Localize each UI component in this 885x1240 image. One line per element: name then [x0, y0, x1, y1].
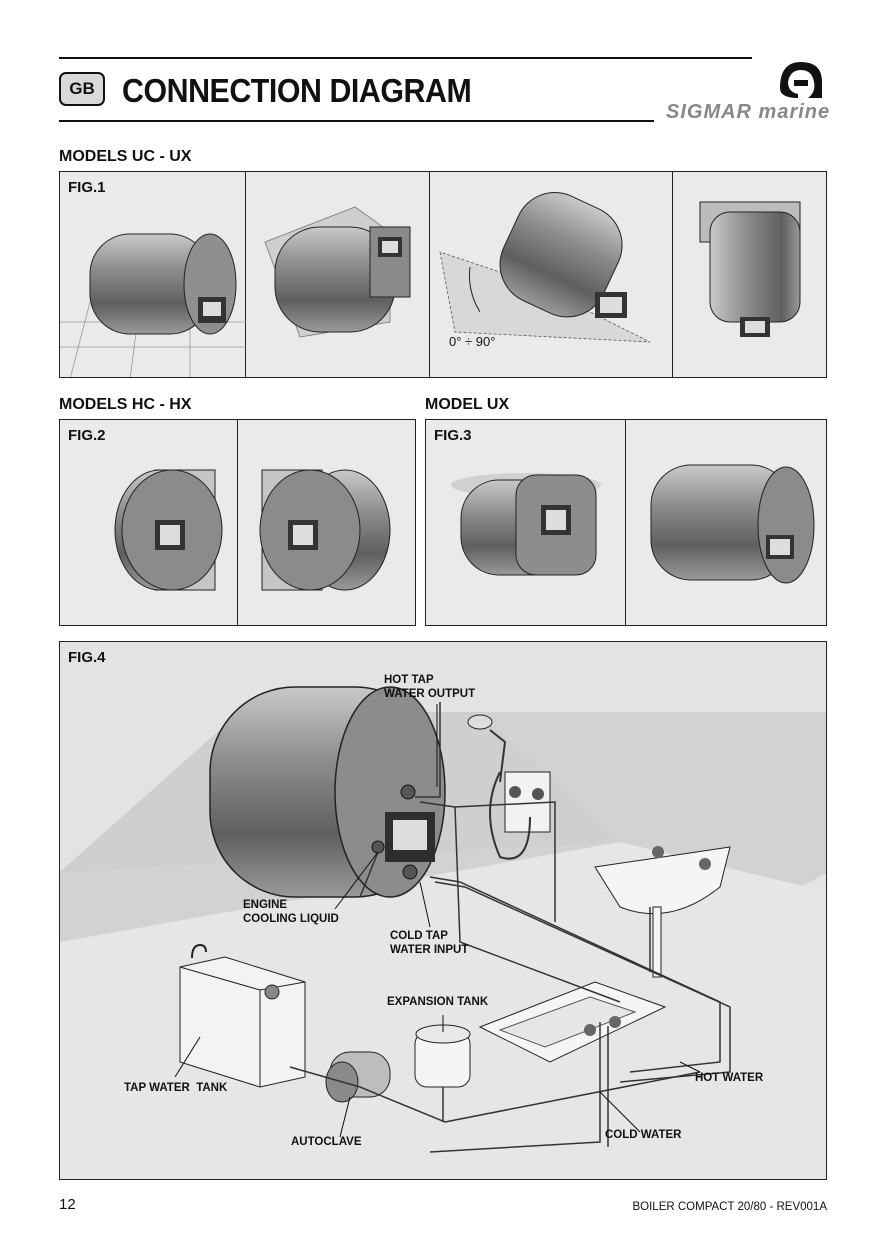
figure-2: FIG.2: [59, 419, 416, 626]
page-title: CONNECTION DIAGRAM: [122, 72, 472, 109]
label-cold-water: COLD WATER: [605, 1129, 682, 1141]
label-engine-cooling-liquid: ENGINE COOLING LIQUID: [243, 899, 339, 925]
section-models-hc-hx: MODELS HC - HX: [59, 396, 192, 413]
label-hot-water: HOT WATER: [695, 1072, 764, 1084]
fig4-autoclave: [325, 1051, 391, 1103]
fig1-tank-c: [439, 192, 651, 343]
fig3-tank-b: [650, 464, 815, 584]
page-number: 12: [59, 1196, 76, 1213]
fig1-tank-b: [264, 206, 411, 338]
figure-4: FIG.4 HOT TAP WATER OUTPUT ENGINE COOLIN…: [59, 641, 827, 1180]
language-badge: GB: [59, 72, 105, 106]
fig1-angle-text: 0° ÷ 90°: [449, 334, 496, 349]
fig1-label: FIG.1: [68, 179, 106, 196]
section-model-ux: MODEL UX: [425, 396, 510, 413]
fig2-tank-a: [114, 469, 223, 591]
label-tap-water-tank: TAP WATER TANK: [124, 1082, 228, 1094]
fig1-tank-a: [89, 233, 237, 335]
label-hot-tap-water-output: HOT TAP WATER OUTPUT: [384, 674, 476, 700]
brand-name: SIGMAR marine: [666, 101, 831, 123]
fig4-basin: [594, 846, 731, 978]
label-expansion-tank: EXPANSION TANK: [387, 996, 489, 1008]
fig4-water-tank: [179, 943, 306, 1088]
fig4-expansion-tank: [414, 1024, 471, 1088]
fig2-label: FIG.2: [68, 427, 106, 444]
title-underline: [59, 120, 654, 122]
fig3-label: FIG.3: [434, 427, 472, 444]
document-reference: BOILER COMPACT 20/80 - REV001A: [632, 1201, 827, 1213]
fig4-pipes: [289, 702, 731, 1153]
label-autoclave: AUTOCLAVE: [291, 1136, 362, 1148]
section-models-uc-ux: MODELS UC - UX: [59, 148, 192, 165]
top-rule: [59, 57, 752, 59]
figure-3: FIG.3: [425, 419, 827, 626]
label-cold-tap-water-input: COLD TAP WATER INPUT: [390, 930, 469, 956]
fig1-tank-d: [699, 201, 801, 337]
fig2-tank-b: [259, 469, 391, 591]
fig4-boiler: [209, 686, 446, 898]
fig3-tank-a: [451, 473, 601, 576]
sigmar-logo-icon: [776, 58, 826, 100]
fig4-label: FIG.4: [68, 649, 106, 666]
figure-1: FIG.1 0° ÷ 90°: [59, 171, 827, 378]
